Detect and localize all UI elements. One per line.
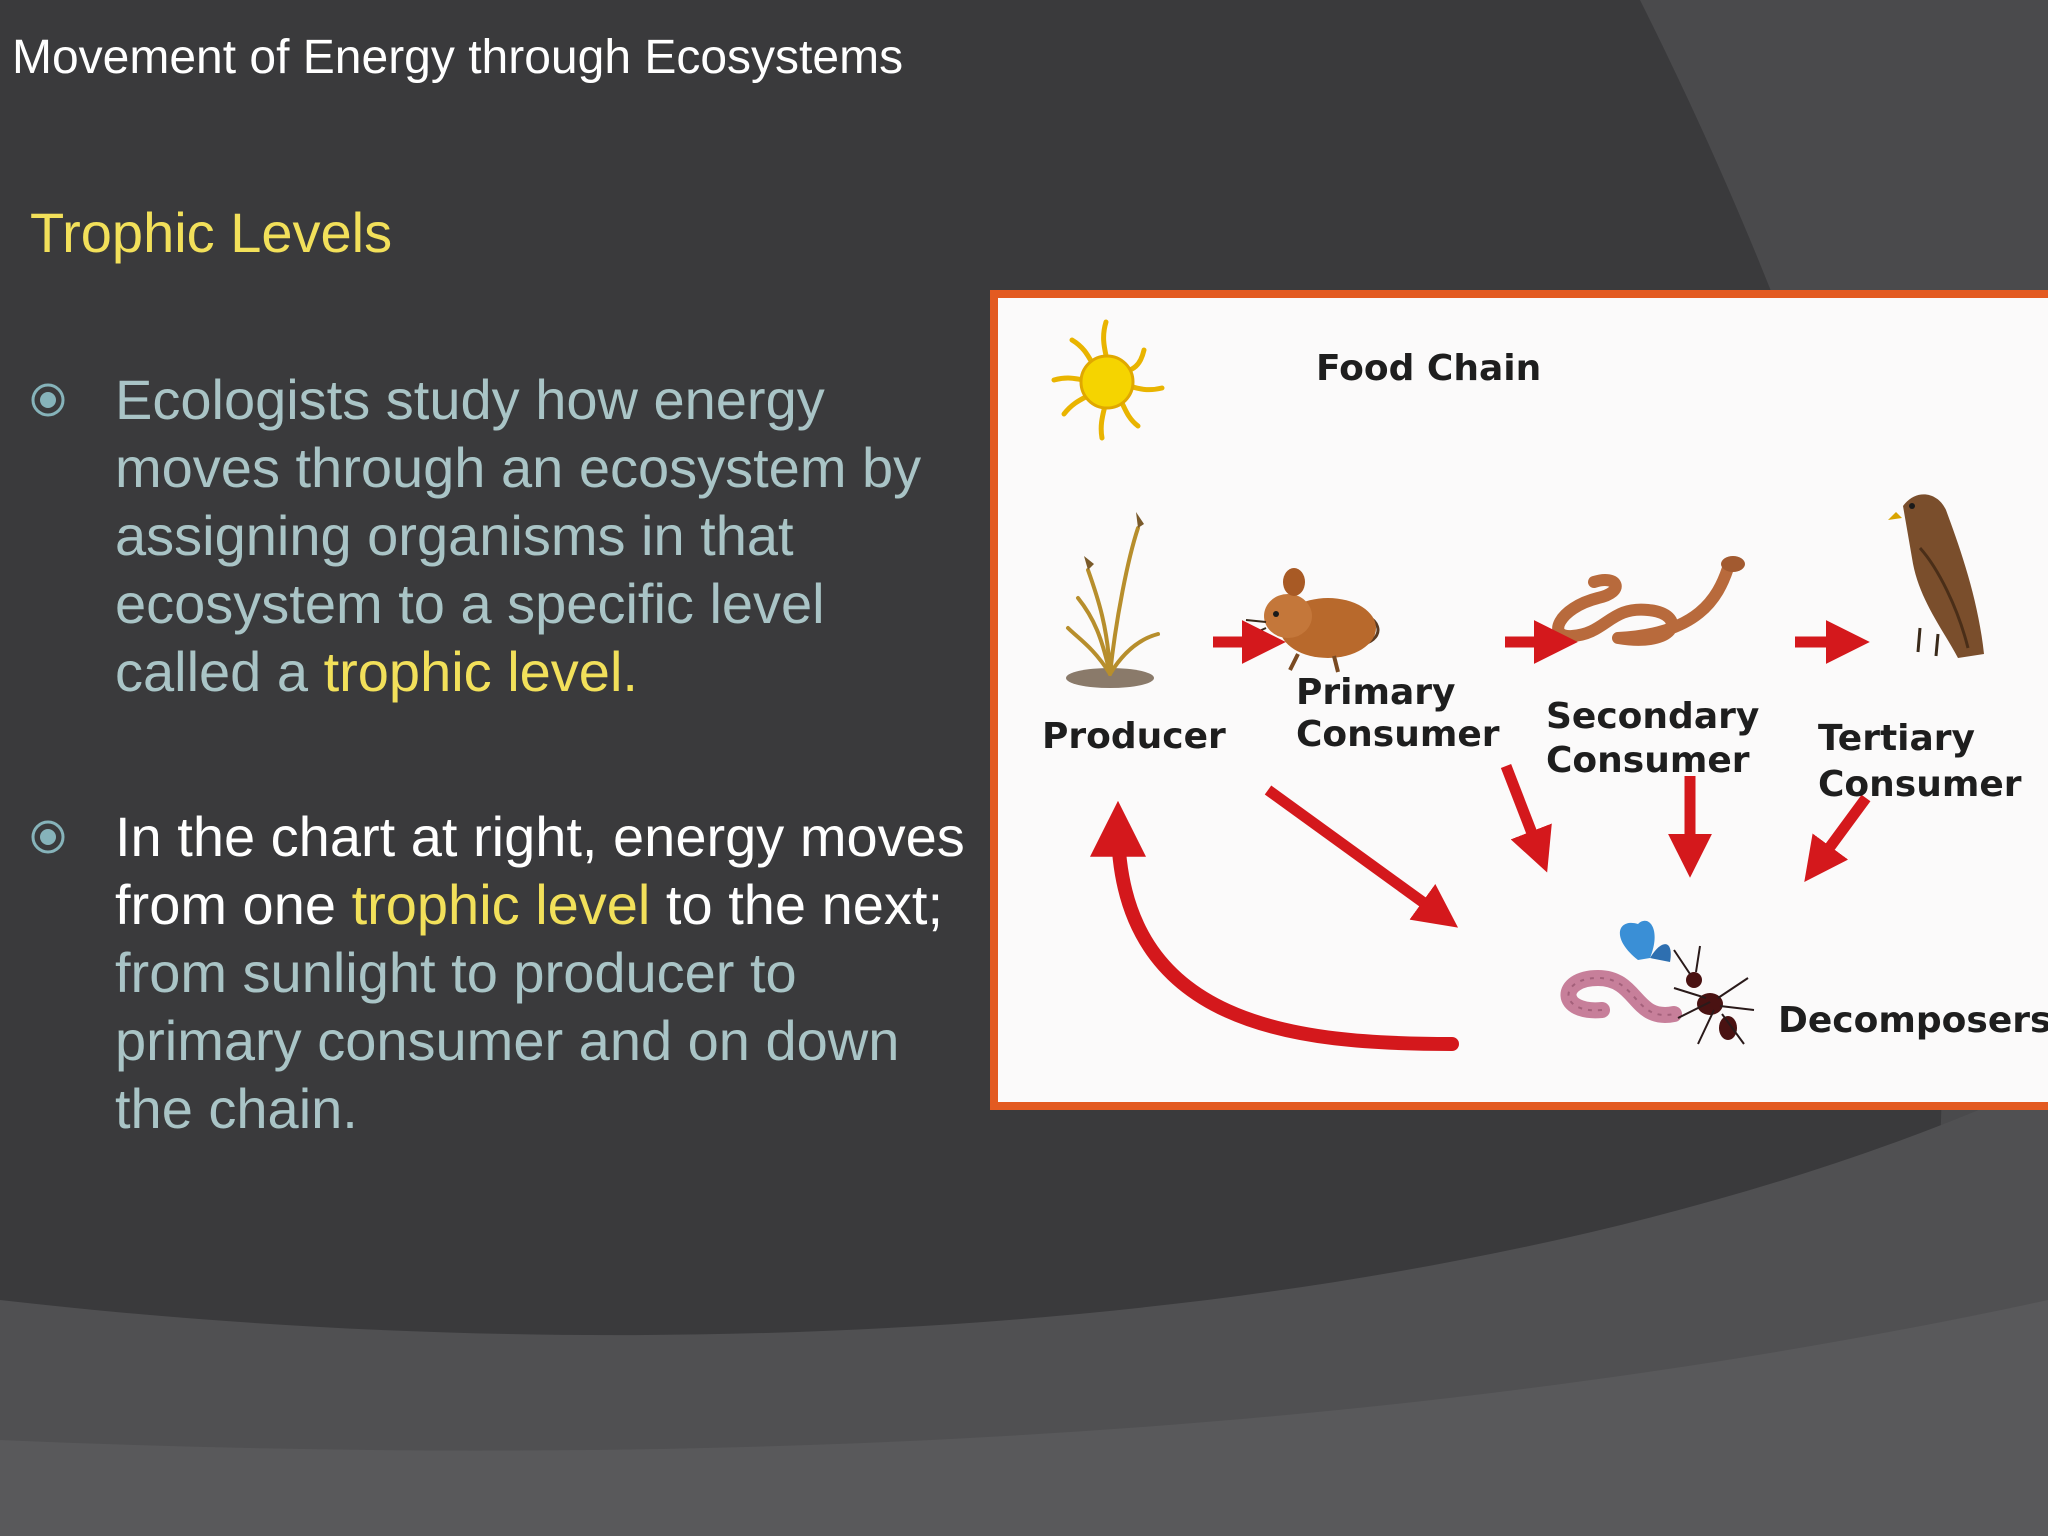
bullet-segment: from sunlight to producer to primary con… [115, 941, 900, 1140]
bullet-segment: to the next; [650, 873, 944, 936]
bullet-text: In the chart at right, energy moves from… [115, 803, 975, 1143]
ant-icon [1673, 945, 1755, 1045]
slide-title: Movement of Energy through Ecosystems [12, 31, 904, 84]
butterfly-icon [1619, 920, 1671, 962]
food-chain-diagram [1051, 319, 1984, 1051]
label-decomposers: Decomposers [1778, 1000, 2048, 1041]
bullet-segment-highlight: trophic level [351, 873, 651, 936]
figure-title: Food Chain [1316, 348, 1542, 389]
label-primary-consumer-line2: Consumer [1296, 714, 1500, 755]
worm-icon [1560, 969, 1682, 1023]
bullet-segment-highlight: trophic level. [323, 640, 638, 703]
energy-flow-arrows [1090, 620, 1871, 1051]
hawk-icon [1888, 494, 1984, 658]
bullet-segment: Ecologists study how energy moves throug… [115, 368, 922, 703]
grass-icon [1066, 512, 1160, 688]
bullet-target-icon [31, 820, 65, 854]
label-secondary-consumer-line1: Secondary [1546, 696, 1760, 737]
food-chain-figure: Food Chain Producer Primary Consumer Sec… [990, 290, 2048, 1110]
label-secondary-consumer-line2: Consumer [1546, 740, 1750, 781]
slide-subtitle: Trophic Levels [30, 201, 393, 264]
label-producer: Producer [1042, 716, 1226, 757]
bullet-target-icon [31, 383, 65, 417]
sun-icon [1051, 319, 1165, 441]
label-tertiary-consumer-line2: Consumer [1818, 764, 2022, 805]
snake-icon [1552, 556, 1745, 646]
label-tertiary-consumer-line1: Tertiary [1818, 718, 1976, 759]
mouse-icon [1245, 568, 1380, 673]
label-primary-consumer-line1: Primary [1296, 672, 1456, 713]
bullet-segment: In the chart at right, energy moves from… [115, 805, 965, 936]
bullet-text: Ecologists study how energy moves throug… [115, 366, 975, 706]
